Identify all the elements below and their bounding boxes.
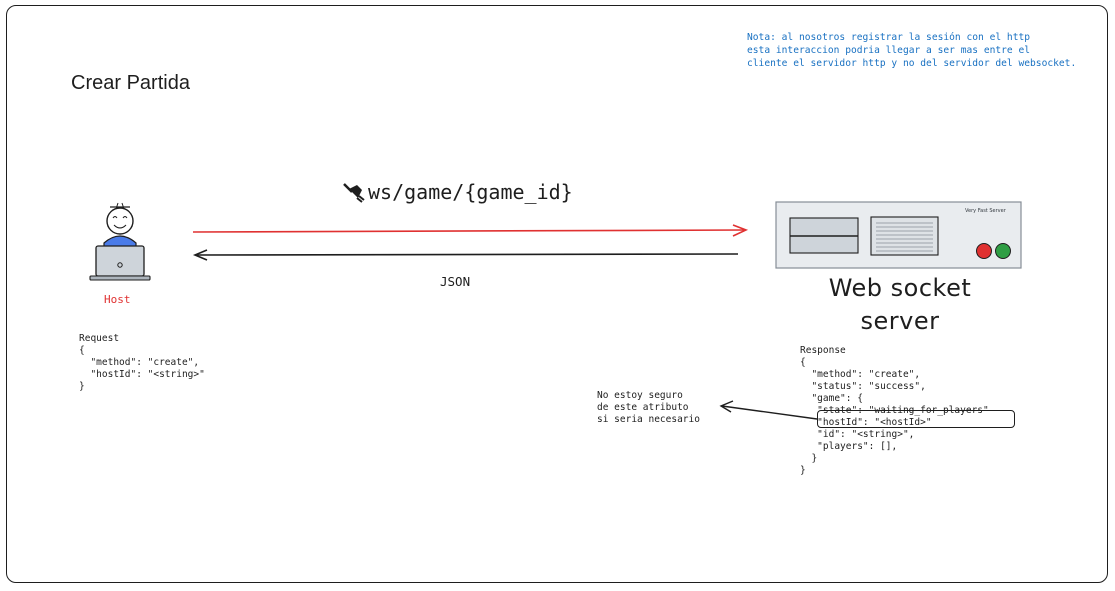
plug-icon xyxy=(340,180,366,204)
diagram-frame xyxy=(6,5,1108,583)
state-highlight-box xyxy=(817,410,1015,428)
attribute-note: No estoy seguro de este atributo si seri… xyxy=(597,390,700,425)
endpoint-route: ws/game/{game_id} xyxy=(340,180,573,204)
response-format-label: JSON xyxy=(440,274,471,289)
host-person-icon xyxy=(103,202,137,253)
server-label: Web socket server xyxy=(828,274,972,335)
server-icon xyxy=(775,201,1022,269)
response-arrow xyxy=(192,249,739,261)
request-arrow xyxy=(192,224,749,237)
diagram-title: Crear Partida xyxy=(71,72,190,94)
annotation-arrow xyxy=(719,400,818,420)
request-payload: Request { "method": "create", "hostId": … xyxy=(79,333,205,392)
host-label: Host xyxy=(104,293,131,306)
laptop-icon xyxy=(89,245,151,281)
design-note: Nota: al nosotros registrar la sesión co… xyxy=(747,32,1077,69)
server-brand-label: Very Fast Server xyxy=(965,208,1006,214)
route-text: ws/game/{game_id} xyxy=(368,180,573,204)
